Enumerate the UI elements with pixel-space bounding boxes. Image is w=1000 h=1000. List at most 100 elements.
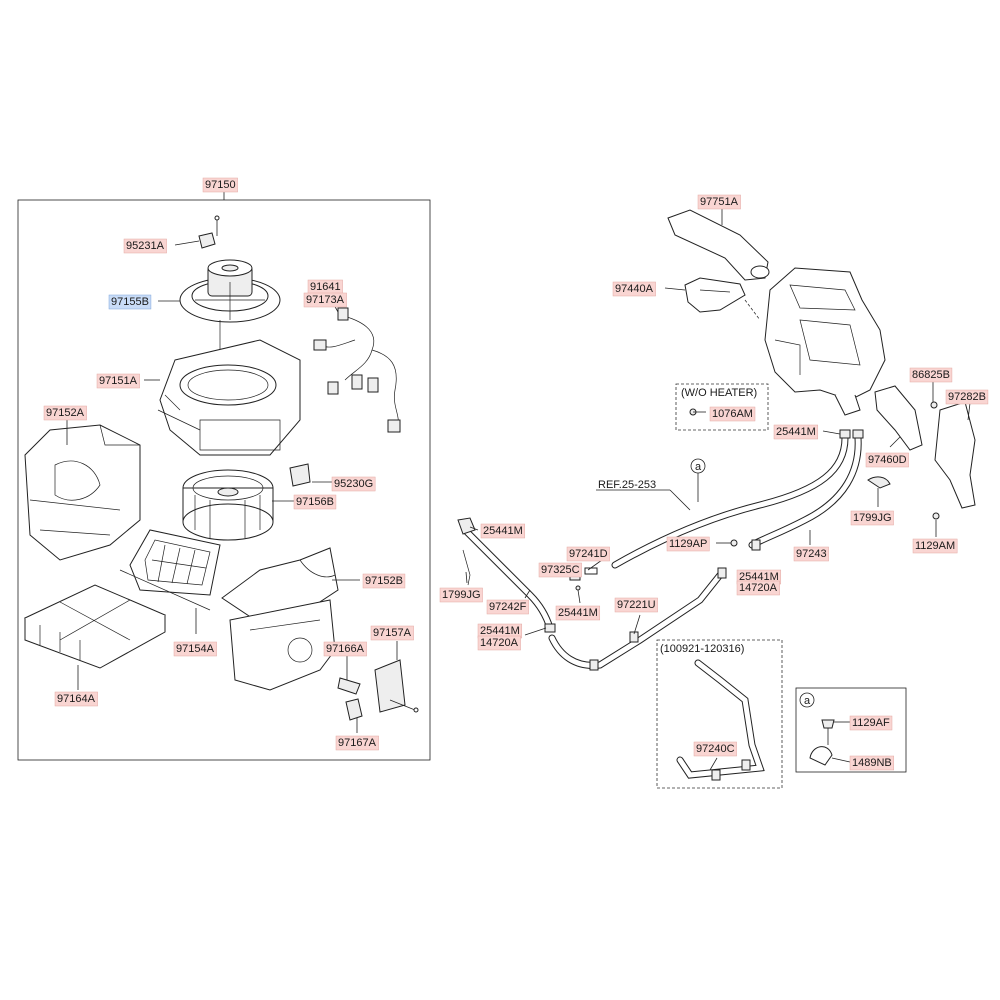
part-label-97151A[interactable]: 97151A: [96, 373, 140, 389]
lower-case-icon: [221, 547, 339, 691]
svg-text:14720A: 14720A: [739, 582, 778, 594]
part-label-97156B[interactable]: 97156B: [293, 494, 337, 510]
duct-icon: [667, 209, 770, 281]
svg-text:97440A: 97440A: [615, 283, 654, 295]
svg-text:97166A: 97166A: [326, 643, 365, 655]
part-label-25441M-d[interactable]: 25441M: [555, 605, 601, 621]
part-label-97166A[interactable]: 97166A: [323, 641, 367, 657]
part-label-97241D[interactable]: 97241D: [566, 546, 610, 562]
svg-text:97164A: 97164A: [57, 693, 96, 705]
part-label-97152A[interactable]: 97152A: [43, 405, 87, 421]
rear-duct-icon: [874, 385, 923, 451]
svg-text:97325C: 97325C: [541, 564, 580, 576]
part-label-1799JG-b[interactable]: 1799JG: [439, 587, 483, 603]
svg-text:97157A: 97157A: [373, 627, 412, 639]
svg-text:1129AP: 1129AP: [669, 538, 707, 550]
intake-case-icon: [24, 424, 141, 561]
part-label-1799JG-a[interactable]: 1799JG: [850, 510, 894, 526]
heater-hose-icon: [611, 434, 862, 569]
part-label-97167A[interactable]: 97167A: [335, 735, 379, 751]
svg-text:97152A: 97152A: [46, 407, 85, 419]
link-lever-icon: [337, 677, 363, 721]
svg-text:97242F: 97242F: [489, 601, 527, 613]
svg-text:25441M: 25441M: [558, 607, 598, 619]
svg-text:1129AM: 1129AM: [915, 540, 955, 552]
part-label-97243[interactable]: 97243: [793, 546, 829, 562]
svg-text:25441M: 25441M: [739, 571, 779, 583]
part-label-97325C[interactable]: 97325C: [538, 562, 582, 578]
svg-text:14720A: 14720A: [480, 637, 519, 649]
part-label-97282B[interactable]: 97282B: [945, 389, 989, 405]
svg-text:97155B: 97155B: [111, 296, 149, 308]
part-number-labels: 97150 95231A 97155B 91641 97173A 97151A …: [43, 177, 989, 771]
part-label-1129AP[interactable]: 1129AP: [666, 536, 710, 552]
part-label-25441M-a[interactable]: 25441M: [773, 424, 819, 440]
svg-text:95230G: 95230G: [334, 478, 373, 490]
part-label-86825B[interactable]: 86825B: [909, 367, 953, 383]
part-label-97751A[interactable]: 97751A: [697, 194, 741, 210]
part-label-1129AF[interactable]: 1129AF: [849, 715, 893, 731]
svg-text:1799JG: 1799JG: [853, 512, 892, 524]
part-label-14720A-c[interactable]: 14720A: [736, 580, 780, 596]
ref-pointer: [596, 458, 706, 511]
part-label-97164A[interactable]: 97164A: [54, 691, 98, 707]
part-label-1129AM[interactable]: 1129AM: [912, 538, 958, 554]
svg-text:97243: 97243: [796, 548, 827, 560]
hose-clamp-icon: [730, 429, 864, 551]
part-label-97240C[interactable]: 97240C: [693, 741, 737, 757]
part-label-97221U[interactable]: 97221U: [614, 597, 658, 613]
svg-text:97154A: 97154A: [176, 643, 215, 655]
part-label-25441M-b[interactable]: 25441M: [480, 523, 526, 539]
heater-unit-icon: [764, 267, 886, 416]
part-label-95230G[interactable]: 95230G: [331, 476, 376, 492]
svg-text:97221U: 97221U: [617, 599, 656, 611]
svg-text:95231A: 95231A: [126, 240, 165, 252]
blower-case-icon: [157, 339, 301, 456]
resistor-connector-icon: [289, 463, 311, 487]
blower-fan-icon: [182, 469, 274, 541]
part-label-97460D[interactable]: 97460D: [865, 452, 909, 468]
part-label-25441M-c[interactable]: 25441M: [736, 569, 782, 585]
actuator-icon: [374, 659, 419, 713]
heater-pipe-icon: [548, 567, 727, 671]
part-label-97157A[interactable]: 97157A: [370, 625, 414, 641]
ref-label: REF.25-253: [598, 479, 656, 491]
date-range-box: [656, 639, 783, 789]
svg-text:97240C: 97240C: [696, 743, 735, 755]
callout-a-box: [795, 687, 907, 773]
part-label-97152B[interactable]: 97152B: [362, 573, 406, 589]
svg-text:97751A: 97751A: [700, 196, 739, 208]
wo-heater-label: (W/O HEATER): [681, 387, 757, 399]
svg-text:25441M: 25441M: [480, 625, 520, 637]
part-label-97242F[interactable]: 97242F: [486, 599, 529, 615]
part-label-1489NB[interactable]: 1489NB: [849, 755, 895, 771]
svg-text:25441M: 25441M: [776, 426, 816, 438]
part-label-95231A[interactable]: 95231A: [123, 238, 167, 254]
callout-a-box-letter: a: [804, 695, 811, 707]
side-duct-icon: [684, 277, 746, 313]
part-label-91641[interactable]: 91641: [307, 279, 343, 295]
part-label-97173A[interactable]: 97173A: [303, 292, 347, 308]
wiring-harness-icon: [313, 307, 401, 433]
svg-text:97282B: 97282B: [948, 391, 986, 403]
svg-text:97152B: 97152B: [365, 575, 403, 587]
screw-icon: [214, 215, 220, 236]
date-range-label: (100921-120316): [660, 643, 744, 655]
part-label-97440A[interactable]: 97440A: [612, 281, 656, 297]
blower-resistor-icon: [198, 232, 216, 249]
part-label-1076AM[interactable]: 1076AM: [709, 406, 756, 422]
part-label-25441M-e[interactable]: 25441M: [477, 623, 523, 639]
part-label-14720A-e[interactable]: 14720A: [477, 635, 521, 651]
part-label-97154A[interactable]: 97154A: [173, 641, 217, 657]
svg-text:97167A: 97167A: [338, 737, 377, 749]
svg-text:97156B: 97156B: [296, 496, 334, 508]
inlet-hose-icon: [457, 517, 556, 633]
svg-text:1076AM: 1076AM: [712, 408, 753, 420]
svg-text:25441M: 25441M: [483, 525, 523, 537]
cabin-air-filter-icon: [23, 584, 167, 669]
part-label-97150[interactable]: 97150: [202, 177, 238, 193]
svg-text:97460D: 97460D: [868, 454, 907, 466]
part-label-97155B[interactable]: 97155B: [108, 294, 152, 310]
